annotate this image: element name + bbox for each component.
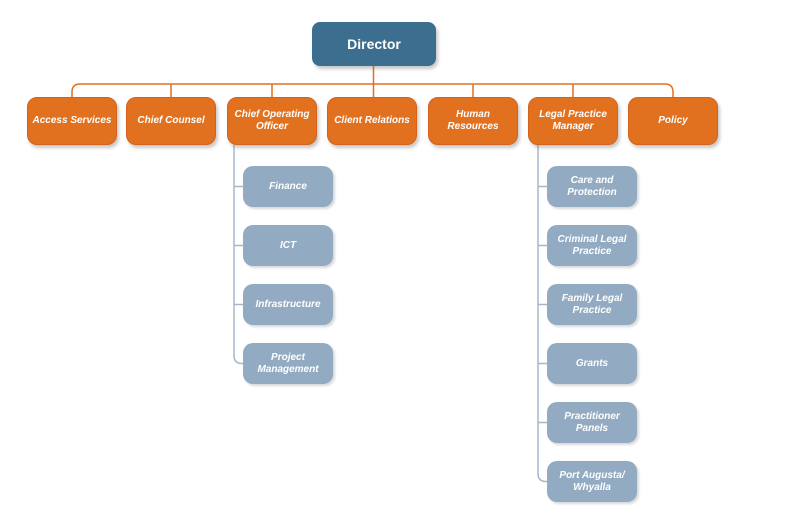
org-node-label: Client Relations [334,115,410,126]
org-node-access-services: Access Services [27,97,117,145]
connector-coo-children [233,145,244,365]
org-node-label: Director [347,35,401,52]
org-node-grants: Grants [547,343,637,384]
org-node-label: Grants [575,357,609,369]
org-node-label: Finance [269,180,307,192]
org-node-label: Human Resources [447,109,499,132]
org-node-label: Port Augusta/ Whyalla [559,469,625,493]
org-node-label: Legal Practice Manager [539,109,607,132]
org-node-human-resources: Human Resources [428,97,518,145]
org-node-finance: Finance [243,166,333,207]
org-node-label: Project Management [257,351,319,375]
connector-lpm-children [537,145,548,483]
org-node-policy: Policy [628,97,718,145]
org-node-infrastructure: Infrastructure [243,284,333,325]
org-node-practitioner-panels: Practitioner Panels [547,402,637,443]
org-node-label: Care and Protection [567,174,617,198]
org-node-chief-operating-officer: Chief Operating Officer [227,97,317,145]
org-node-port-augusta-whyalla: Port Augusta/ Whyalla [547,461,637,502]
org-node-label: Practitioner Panels [564,410,620,434]
connector-director-rail [71,66,674,97]
org-node-label: Access Services [32,115,112,126]
org-node-legal-practice-manager: Legal Practice Manager [528,97,618,145]
org-node-label: ICT [279,239,297,251]
org-node-label: Policy [658,115,688,126]
org-node-ict: ICT [243,225,333,266]
org-node-project-management: Project Management [243,343,333,384]
org-node-label: Infrastructure [255,298,321,310]
org-node-label: Family Legal Practice [561,292,623,316]
org-node-label: Chief Counsel [137,115,205,126]
org-node-director: Director [312,22,436,66]
org-node-chief-counsel: Chief Counsel [126,97,216,145]
org-node-family-legal-practice: Family Legal Practice [547,284,637,325]
org-node-care-and-protection: Care and Protection [547,166,637,207]
org-node-client-relations: Client Relations [327,97,417,145]
org-node-label: Criminal Legal Practice [557,233,627,257]
org-node-label: Chief Operating Officer [234,109,310,132]
org-node-criminal-legal-practice: Criminal Legal Practice [547,225,637,266]
